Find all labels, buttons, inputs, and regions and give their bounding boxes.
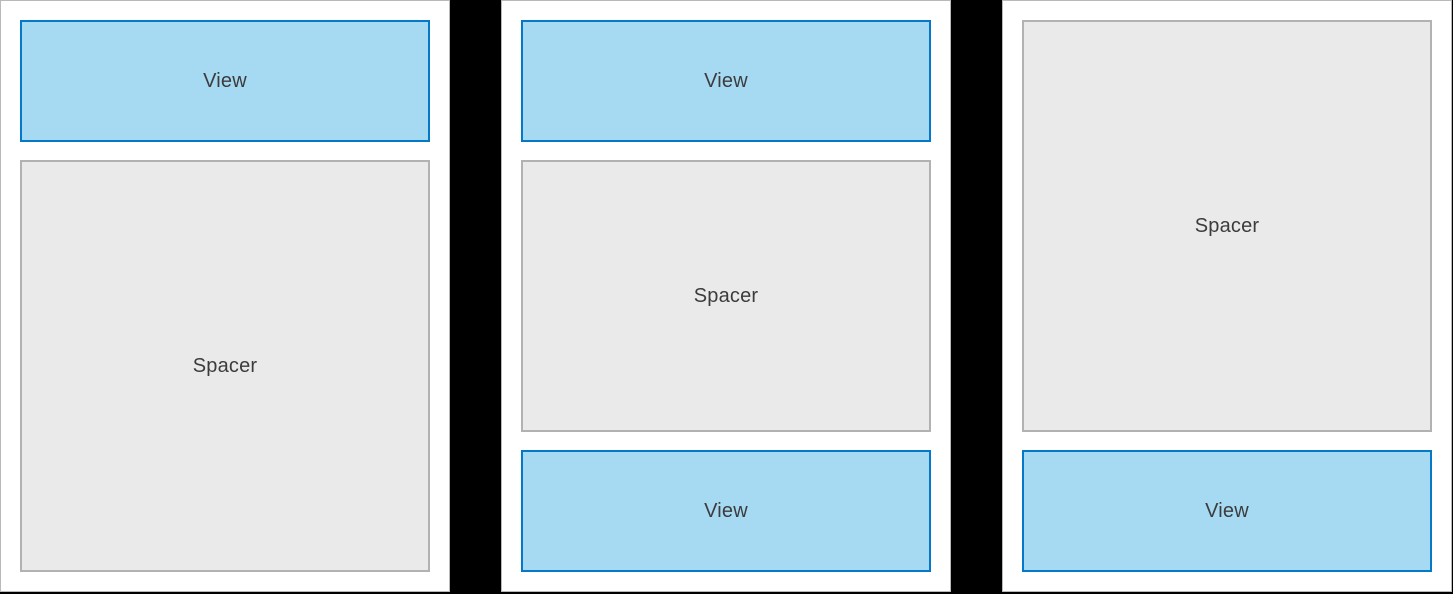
spacer-box: Spacer <box>521 160 931 432</box>
view-box: View <box>521 450 931 572</box>
spacer-label: Spacer <box>1194 215 1260 237</box>
view-label: View <box>704 500 748 522</box>
view-box: View <box>521 20 931 142</box>
panel-spacer-above-view: Spacer View <box>1002 0 1452 592</box>
view-box: View <box>1022 450 1432 572</box>
spacer-box: Spacer <box>20 160 430 572</box>
view-label: View <box>1205 500 1249 522</box>
spacer-label: Spacer <box>192 355 258 377</box>
view-label: View <box>704 70 748 92</box>
spacer-label: Spacer <box>693 285 759 307</box>
view-box: View <box>20 20 430 142</box>
panel-view-above-spacer: View Spacer <box>0 0 450 592</box>
panel-view-spacer-view: View Spacer View <box>501 0 951 592</box>
view-label: View <box>203 70 247 92</box>
spacer-box: Spacer <box>1022 20 1432 432</box>
